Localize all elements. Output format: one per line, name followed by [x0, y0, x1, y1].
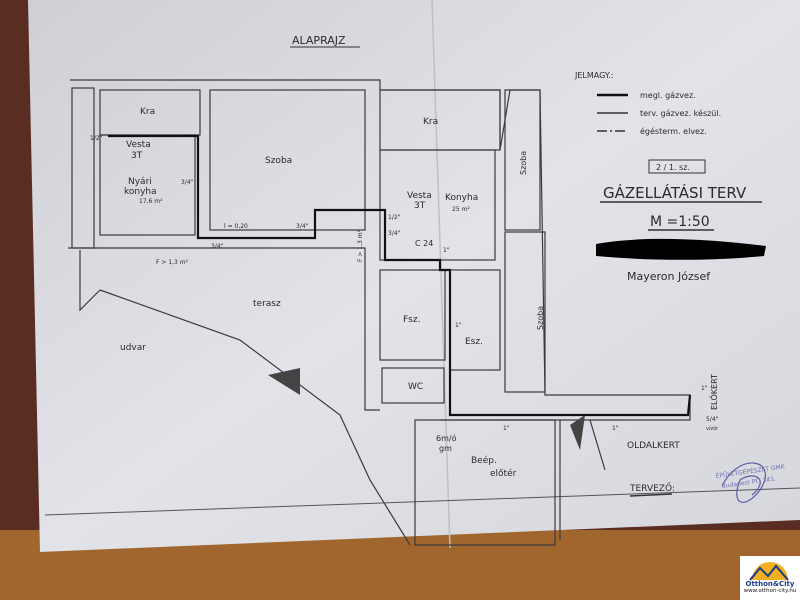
pipe-size: 1": [612, 425, 619, 432]
area-label: terasz: [253, 299, 281, 309]
logo-url: www.otthon-city.hu: [743, 588, 797, 594]
room-label: Fsz.: [403, 315, 420, 325]
room-label: előtér: [490, 468, 517, 479]
pipe-size: 1": [443, 247, 450, 254]
pipe-length: l = 0,20: [224, 223, 248, 230]
room-label: Kra: [423, 117, 438, 127]
logo-brand: Otthon&City: [745, 580, 795, 588]
appliance-label: 3T: [414, 201, 426, 211]
room-label: konyha: [124, 187, 157, 197]
title-alaprajz: ALAPRAJZ: [292, 34, 346, 47]
legend-heading: JELMAGY.:: [574, 71, 613, 80]
pipe-size: 3/4": [296, 223, 309, 230]
boiler-label: C 24: [415, 239, 433, 248]
room-label: WC: [408, 382, 423, 392]
area-label: OLDALKERT: [627, 441, 680, 451]
room-area: 25 m²: [452, 206, 470, 213]
room-label: Beép.: [471, 455, 497, 466]
room-label: Szoba: [265, 156, 292, 166]
room-label: Konyha: [445, 193, 478, 203]
signature: [721, 462, 767, 503]
legend-item: megl. gázvez.: [640, 91, 696, 100]
meter-note: vízór: [706, 425, 719, 432]
gas-meter-label: 6m/ó: [436, 433, 457, 443]
room-label: Szoba: [519, 151, 528, 175]
appliance-label: 3T: [131, 151, 143, 161]
pipe-size: 3/4": [181, 179, 194, 186]
border-line: [44, 487, 800, 516]
gas-pipe: [108, 134, 692, 417]
pipe-size: 1/2": [388, 214, 401, 221]
redacted-area: [596, 238, 766, 260]
gas-meter-label: gm: [439, 444, 452, 453]
ventilation-note: F > 1,3 m²: [357, 229, 364, 262]
scale: M =1:50: [650, 214, 710, 230]
pipe-size: 3/4": [211, 243, 224, 250]
pipe-size: 1": [455, 322, 462, 329]
appliance-label: Vesta: [126, 140, 151, 150]
legend-item: égésterm. elvez.: [640, 126, 707, 136]
area-label: udvar: [120, 343, 146, 353]
designer-label: TERVEZŐ:: [629, 483, 675, 494]
ventilation-note: F > 1,3 m²: [156, 259, 189, 266]
otthon-city-logo: Otthon&City www.otthon-city.hu: [740, 556, 800, 600]
sheet-number-box: [648, 159, 706, 174]
room-label: Kra: [140, 107, 155, 117]
pipe-size: 1": [701, 385, 708, 392]
paper-fold: [431, 0, 451, 549]
pipe-size: 5/4": [706, 416, 719, 423]
pipe-size: 1/2": [90, 135, 103, 142]
room-label: Esz.: [465, 337, 483, 347]
legend-item: terv. gázvez. készül.: [640, 108, 721, 118]
appliance-label: Vesta: [407, 191, 432, 201]
room-label: Szoba: [536, 306, 545, 330]
area-label: ELŐKERT: [709, 374, 719, 410]
room-area: 17,6 m²: [139, 198, 163, 205]
plan-title: GÁZELLÁTÁSI TERV: [603, 183, 747, 202]
pipe-size: 1": [503, 425, 510, 432]
pipe-size: 3/4": [388, 230, 401, 237]
owner-name: Mayeron József: [627, 270, 711, 283]
sheet-number: 2 / 1. sz.: [656, 163, 690, 172]
room-label: Nyári: [128, 177, 152, 187]
